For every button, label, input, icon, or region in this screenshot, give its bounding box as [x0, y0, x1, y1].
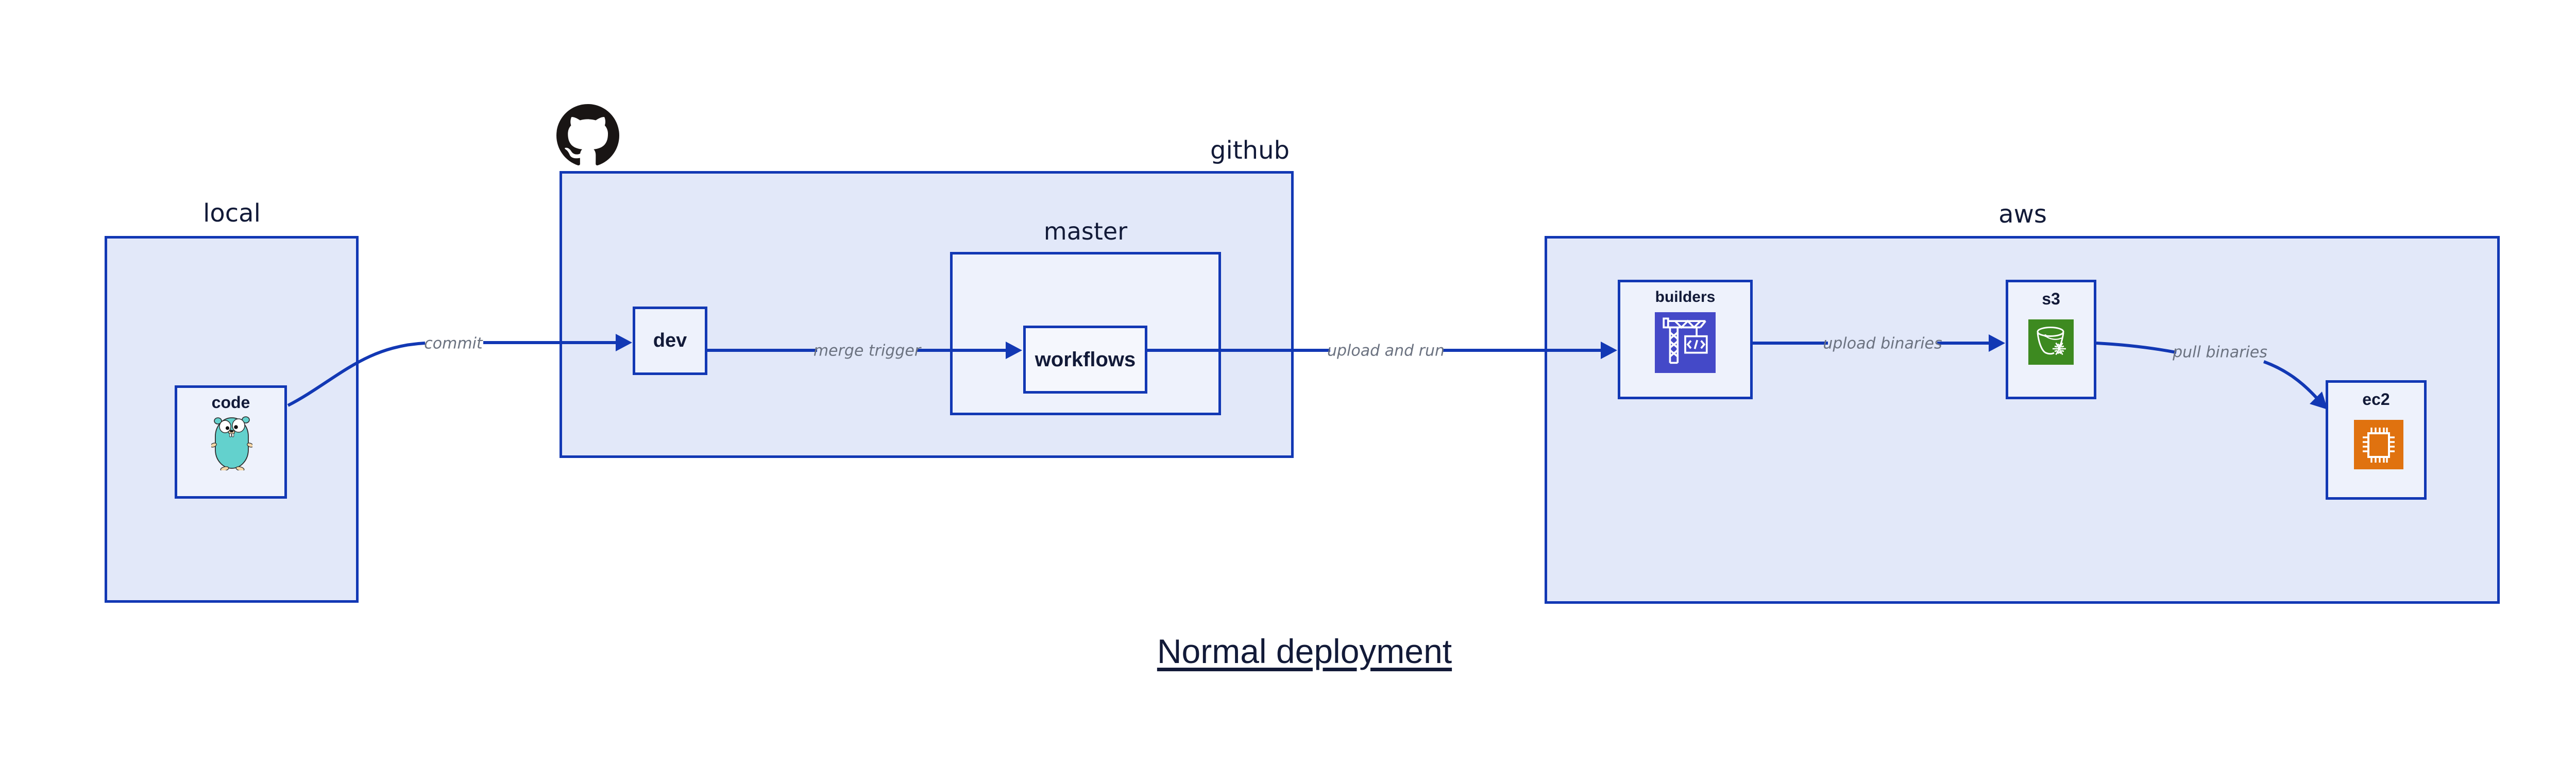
s3-node-box: s3 [2006, 280, 2096, 399]
builders-node-label: builders [1655, 288, 1716, 305]
s3-node-label: s3 [2042, 290, 2060, 308]
go-gopher-icon [210, 416, 253, 472]
ec2-node-label: ec2 [2362, 390, 2390, 409]
upload-binaries-edge-label: upload binaries [1823, 334, 1942, 353]
builders-node-box: builders [1618, 280, 1753, 399]
workflows-node-label: workflows [1035, 348, 1136, 371]
code-node-box: code [175, 385, 287, 499]
commit-edge-label: commit [424, 334, 483, 353]
codebuild-crane-icon [1655, 312, 1716, 375]
github-octocat-logo-icon [556, 104, 619, 167]
dev-node-label: dev [653, 330, 687, 351]
master-group-label: master [1043, 217, 1128, 245]
workflows-node-box: workflows [1023, 326, 1147, 394]
pull-binaries-edge-label: pull binaries [2173, 343, 2267, 362]
dev-node-box: dev [633, 307, 707, 375]
diagram-title: Normal deployment [1157, 632, 1452, 670]
ec2-chip-icon [2354, 420, 2403, 471]
code-node-label: code [211, 393, 250, 412]
aws-group-label: aws [1998, 200, 2047, 229]
local-group-label: local [203, 199, 261, 228]
github-group-label: github [1210, 136, 1290, 165]
ec2-node-box: ec2 [2326, 380, 2427, 500]
s3-glacier-bucket-icon [2028, 319, 2074, 367]
merge-trigger-edge-label: merge trigger [813, 342, 921, 360]
upload-and-run-edge-label: upload and run [1327, 342, 1445, 360]
